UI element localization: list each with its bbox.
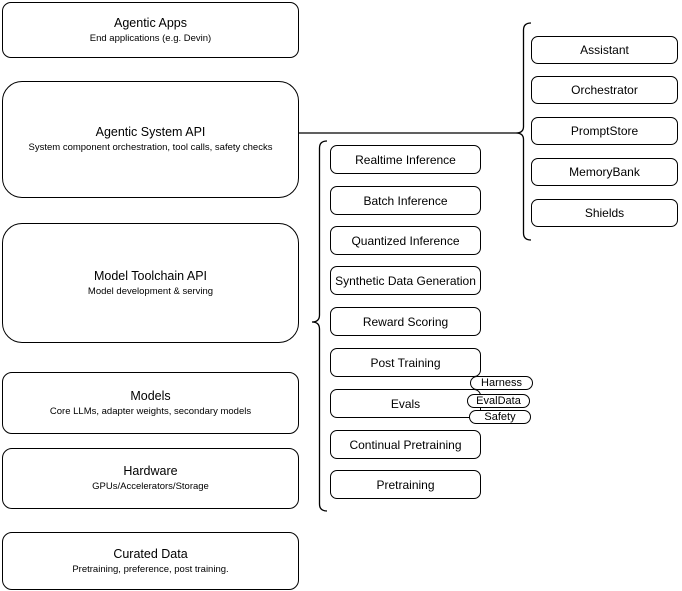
box-model-toolchain-api: Model Toolchain API Model development & … (2, 223, 299, 343)
evals-tag-evaldata: EvalData (467, 394, 530, 408)
box-agentic-apps: Agentic Apps End applications (e.g. Devi… (2, 2, 299, 58)
box-models: Models Core LLMs, adapter weights, secon… (2, 372, 299, 434)
box-subtitle: Model development & serving (87, 285, 214, 297)
box-subtitle: End applications (e.g. Devin) (89, 32, 212, 44)
evals-tag-harness: Harness (470, 376, 533, 390)
system-component-memorybank: MemoryBank (531, 158, 678, 186)
system-component-assistant: Assistant (531, 36, 678, 64)
toolchain-item-realtime-inference: Realtime Inference (330, 145, 481, 174)
box-curated-data: Curated Data Pretraining, preference, po… (2, 532, 299, 590)
system-component-promptstore: PromptStore (531, 117, 678, 145)
toolchain-item-continual-pretraining: Continual Pretraining (330, 430, 481, 459)
toolchain-item-evals: Evals (330, 389, 481, 418)
system-component-orchestrator: Orchestrator (531, 76, 678, 104)
toolchain-brace (311, 140, 328, 512)
box-hardware: Hardware GPUs/Accelerators/Storage (2, 448, 299, 509)
toolchain-item-synthetic-data-generation: Synthetic Data Generation (330, 266, 481, 295)
box-subtitle: GPUs/Accelerators/Storage (92, 481, 209, 492)
evals-tag-safety: Safety (469, 410, 531, 424)
box-title: Models (130, 388, 171, 403)
box-title: Agentic Apps (114, 15, 187, 30)
system-component-shields: Shields (531, 199, 678, 227)
box-agentic-system-api: Agentic System API System component orch… (2, 81, 299, 198)
system-components-brace (515, 22, 532, 241)
box-subtitle: System component orchestration, tool cal… (28, 142, 273, 153)
box-subtitle: Core LLMs, adapter weights, secondary mo… (49, 405, 252, 417)
box-subtitle: Pretraining, preference, post training. (72, 563, 229, 575)
box-title: Model Toolchain API (93, 268, 208, 283)
box-title: Hardware (123, 464, 178, 478)
toolchain-item-pretraining: Pretraining (330, 470, 481, 499)
toolchain-item-quantized-inference: Quantized Inference (330, 226, 481, 255)
toolchain-item-batch-inference: Batch Inference (330, 186, 481, 215)
box-title: Agentic System API (95, 125, 206, 139)
box-title: Curated Data (113, 546, 188, 561)
toolchain-item-reward-scoring: Reward Scoring (330, 307, 481, 336)
toolchain-item-post-training: Post Training (330, 348, 481, 377)
